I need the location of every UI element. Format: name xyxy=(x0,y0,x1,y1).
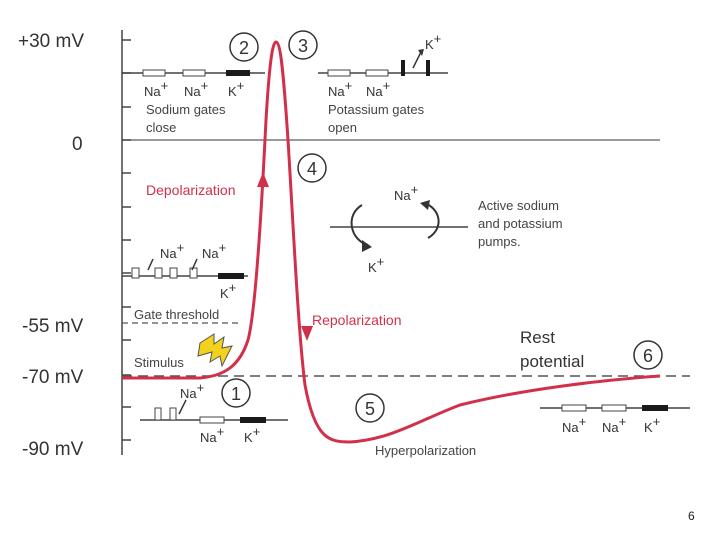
label-active-pumps-2: and potassium xyxy=(478,216,563,231)
axis-label-minus55: -55 mV xyxy=(22,316,84,337)
step-number-6: 6 xyxy=(643,346,653,366)
ion-k-label: K+ xyxy=(220,280,236,301)
label-active-pumps-1: Active sodium xyxy=(478,198,559,213)
label-repolarization: Repolarization xyxy=(312,312,402,328)
label-potassium-gates-open-2: open xyxy=(328,120,357,135)
label-rest-potential-1: Rest xyxy=(520,328,555,347)
stimulus-bolt-icon xyxy=(197,333,233,368)
membrane-gates-1 xyxy=(140,399,288,424)
pump-membrane xyxy=(330,200,468,252)
axis-label-minus90: -90 mV xyxy=(22,439,84,460)
label-gate-threshold: Gate threshold xyxy=(134,307,219,322)
step-circle-6 xyxy=(633,340,663,370)
ion-k-label: K+ xyxy=(244,424,260,445)
action-potential-curve xyxy=(122,40,661,444)
y-axis xyxy=(121,30,131,455)
ion-k-label: K+ xyxy=(644,414,660,435)
repolarization-arrow xyxy=(301,326,313,341)
axis-label-zero: 0 xyxy=(72,134,83,155)
page-number: 6 xyxy=(688,509,695,523)
step-number-2: 2 xyxy=(239,38,249,58)
label-sodium-gates-close-1: Sodium gates xyxy=(146,102,226,117)
ion-k-label: K+ xyxy=(228,78,244,99)
ion-na-label: Na+ xyxy=(562,414,586,435)
step-circle-3 xyxy=(288,30,318,60)
step-number-4: 4 xyxy=(307,159,317,179)
ion-na-label: Na+ xyxy=(328,78,352,99)
label-rest-potential-2: potential xyxy=(520,352,584,371)
ion-na-label: Na+ xyxy=(602,414,626,435)
ion-na-label: Na+ xyxy=(200,424,224,445)
step-number-1: 1 xyxy=(231,384,241,404)
step-number-5: 5 xyxy=(365,399,375,419)
axis-label-minus70: -70 mV xyxy=(22,367,84,388)
ion-na-label: Na+ xyxy=(394,182,418,203)
label-potassium-gates-open-1: Potassium gates xyxy=(328,102,425,117)
membrane-gates-6 xyxy=(540,404,690,412)
step-circle-4 xyxy=(297,153,327,183)
step-circle-5 xyxy=(355,393,385,423)
axis-label-plus30: +30 mV xyxy=(18,31,84,52)
ion-k-label: K+ xyxy=(425,31,441,52)
ion-na-label: Na+ xyxy=(160,240,184,261)
step-circle-1 xyxy=(221,378,251,408)
ion-na-label: Na+ xyxy=(366,78,390,99)
label-hyperpolarization: Hyperpolarization xyxy=(375,443,476,458)
label-sodium-gates-close-2: close xyxy=(146,120,176,135)
membrane-gates-2 xyxy=(122,69,265,77)
ion-na-label: Na+ xyxy=(180,380,204,401)
depolarization-arrow xyxy=(257,172,269,187)
ion-na-label: Na+ xyxy=(184,78,208,99)
step-number-3: 3 xyxy=(298,36,308,56)
step-circle-2 xyxy=(229,32,259,62)
membrane-gates-threshold xyxy=(122,258,248,279)
label-stimulus: Stimulus xyxy=(134,355,184,370)
ion-k-label: K+ xyxy=(368,254,384,275)
label-depolarization: Depolarization xyxy=(146,182,236,198)
ion-na-label: Na+ xyxy=(202,240,226,261)
ion-na-label: Na+ xyxy=(144,78,168,99)
label-active-pumps-3: pumps. xyxy=(478,234,521,249)
membrane-gates-3 xyxy=(318,49,448,77)
